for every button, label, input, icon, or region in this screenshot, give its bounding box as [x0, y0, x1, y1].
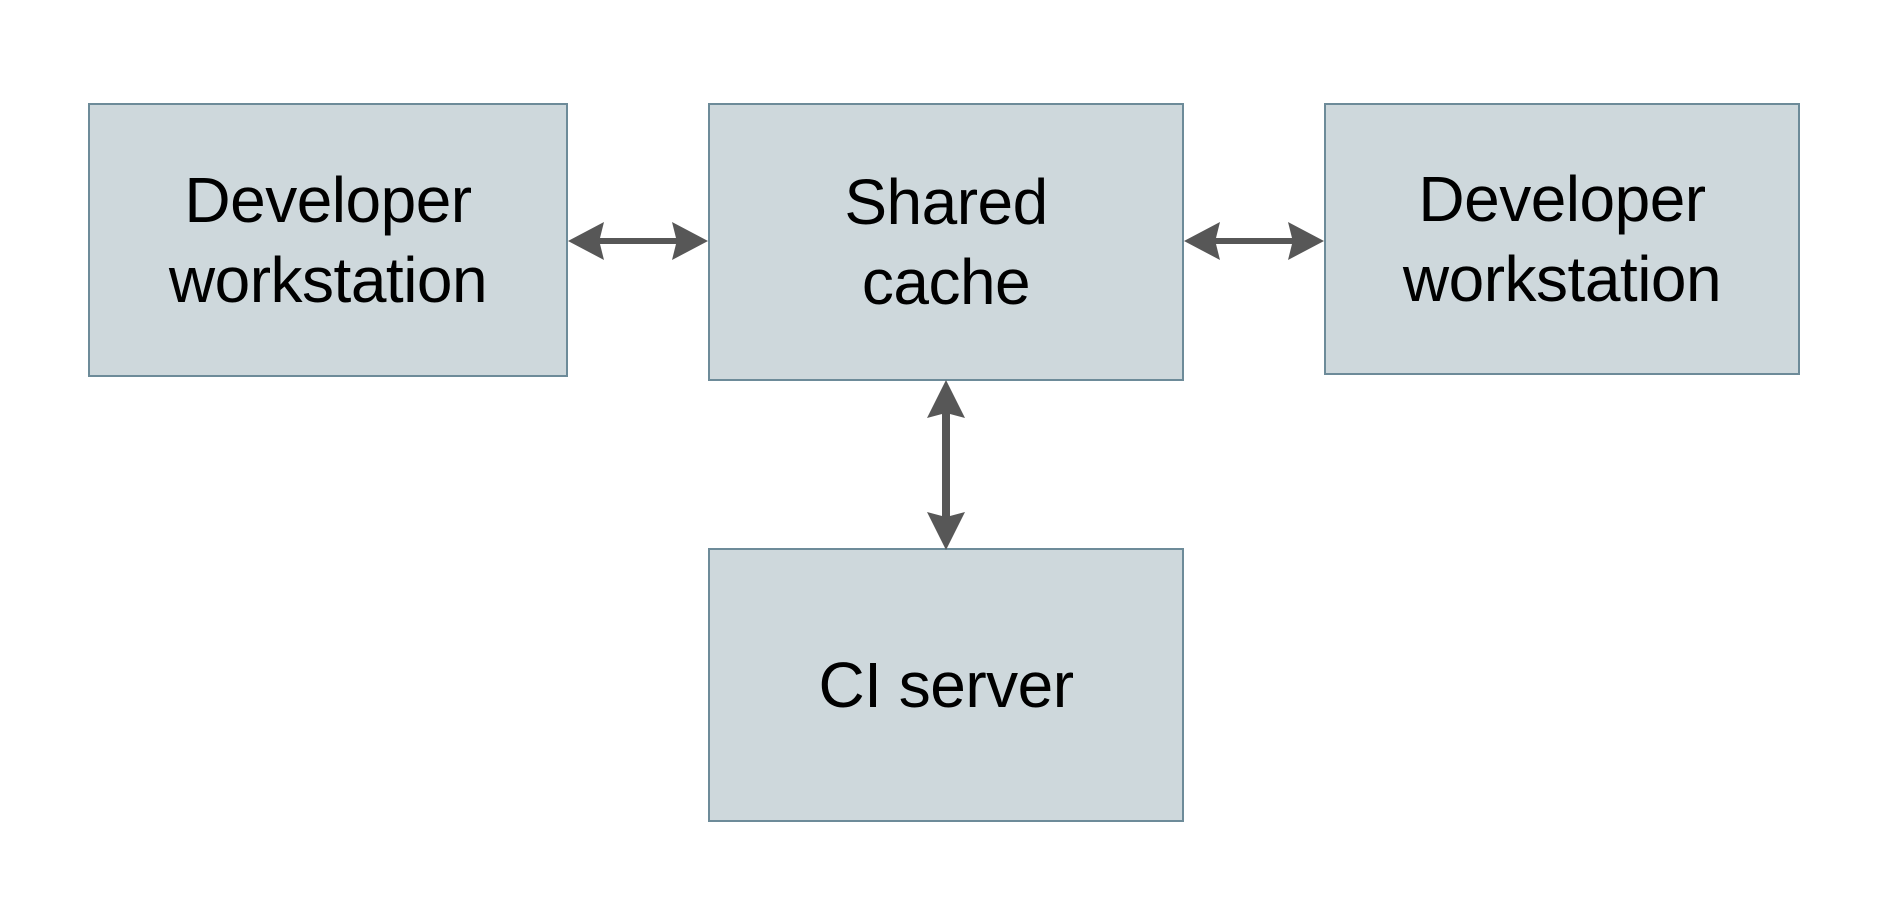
- node-developer-workstation-right[interactable]: Developer workstation: [1324, 103, 1800, 375]
- node-label: CI server: [818, 649, 1074, 721]
- double-arrow-icon: [927, 380, 965, 550]
- node-ci-server[interactable]: CI server: [708, 548, 1184, 822]
- node-label: Developer workstation: [168, 164, 488, 316]
- node-label: Developer workstation: [1402, 163, 1722, 315]
- edge-developer-left-to-shared-cache: [560, 212, 716, 270]
- edge-shared-cache-to-developer-right: [1176, 212, 1332, 270]
- node-developer-workstation-left[interactable]: Developer workstation: [88, 103, 568, 377]
- double-arrow-icon: [568, 222, 708, 260]
- node-shared-cache[interactable]: Shared cache: [708, 103, 1184, 381]
- node-label: Shared cache: [844, 166, 1048, 318]
- edge-shared-cache-to-ci-server: [916, 374, 976, 556]
- double-arrow-icon: [1184, 222, 1324, 260]
